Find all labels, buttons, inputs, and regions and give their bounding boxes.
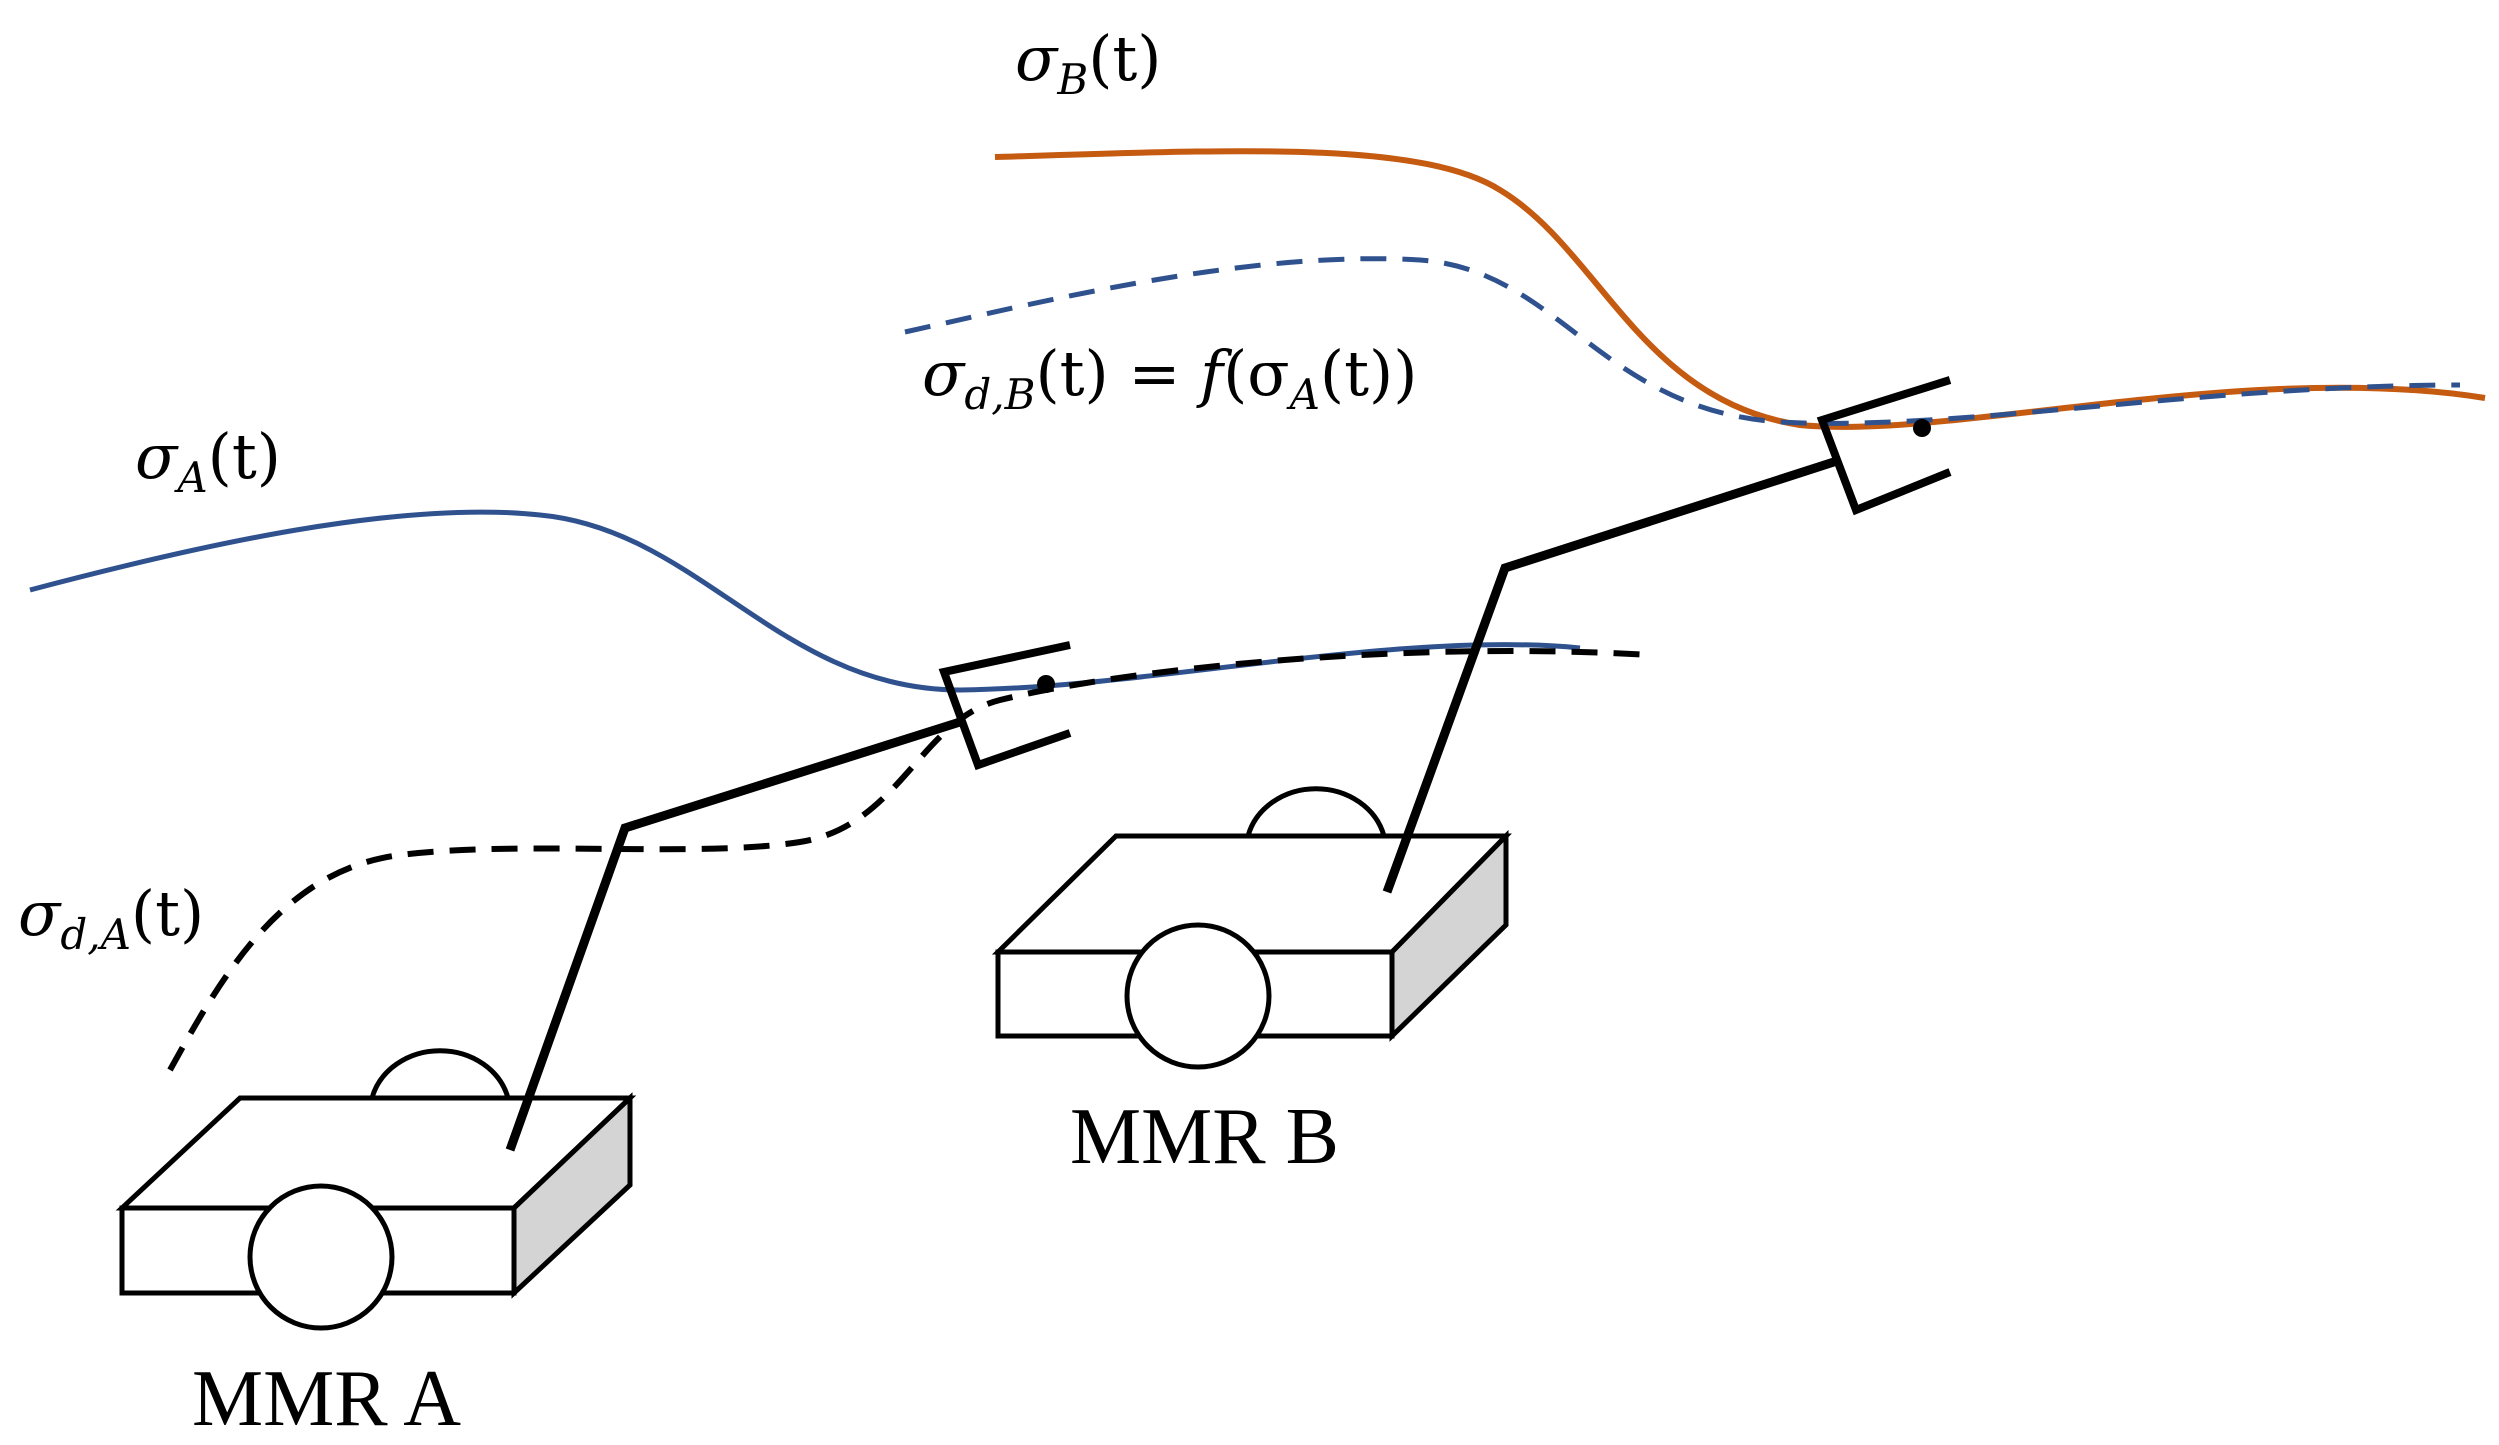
mmr-b-dome [1244, 786, 1388, 839]
mmr-a-robot [115, 641, 1072, 1331]
mmr-a-gripper [938, 641, 1072, 771]
sigma-da-label: σd,A(t) [18, 877, 204, 959]
trajectory-a-curve [29, 509, 1581, 693]
sigma-a-label: σA(t) [135, 420, 281, 502]
mmr-b-arm [1382, 455, 1842, 894]
mmr-a-dome [368, 1048, 512, 1101]
mmr-b-robot [991, 376, 1952, 1070]
desired-trajectory-b-curve [904, 256, 2461, 426]
sigma-b-label: σB(t) [1015, 22, 1162, 104]
desired-trajectory-a-curve [167, 648, 1651, 1072]
sigma-db-label: σd,B(t) = f(σA(t)) [922, 337, 1417, 419]
mmr-b-wheel [1124, 922, 1272, 1070]
mmr-a-end-effector-point [1037, 675, 1055, 693]
mmr-a-label: MMR A [192, 1355, 461, 1443]
trajectory-b-curve [994, 148, 2486, 430]
mmr-b-label: MMR B [1070, 1093, 1339, 1181]
mmr-b-end-effector-point [1913, 419, 1931, 437]
mmr-a-arm [505, 717, 962, 1152]
mmr-b-gripper [1816, 376, 1952, 516]
mmr-a-wheel [247, 1183, 395, 1331]
